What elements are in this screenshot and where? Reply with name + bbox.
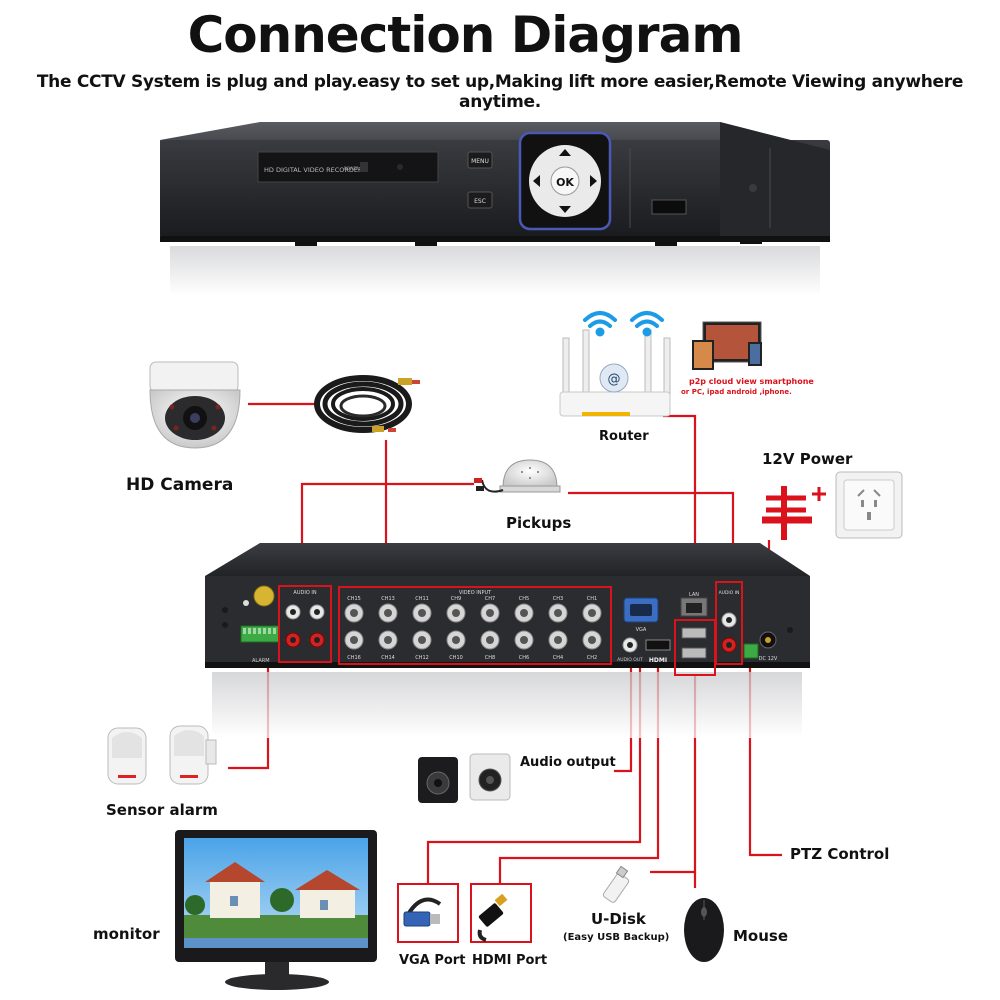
audio-in-left-text: AUDIO IN xyxy=(293,590,316,596)
dvr-front-view: HD DIGITAL VIDEO RECORDER POWER MENU ESC… xyxy=(160,122,830,296)
esc-button-label: ESC xyxy=(474,198,486,205)
sensor-alarm-image xyxy=(107,725,217,785)
bnc-connector-core xyxy=(418,636,426,644)
p2p-line1: p2p cloud view smartphone xyxy=(689,377,814,386)
up-arrow-icon[interactable] xyxy=(559,149,571,156)
audio-out-text: AUDIO OUT xyxy=(617,657,643,663)
p2p-line2: or PC, ipad android ,iphone. xyxy=(681,388,792,396)
audio-in-left-jacks xyxy=(285,604,325,648)
mouse-label: Mouse xyxy=(733,927,789,945)
power-12v-label: 12V Power xyxy=(762,450,853,468)
vga-text: VGA xyxy=(636,627,647,633)
hdmi-cable-image xyxy=(470,883,532,943)
ok-button-label: OK xyxy=(556,176,574,189)
router-label: Router xyxy=(599,429,649,444)
left-arrow-icon[interactable] xyxy=(533,175,540,187)
monitor-image xyxy=(175,830,377,990)
ptz-terminal xyxy=(743,643,759,659)
hdmi-text: HDMI xyxy=(649,657,667,664)
channel-label: CH10 xyxy=(449,655,463,661)
channel-label: CH11 xyxy=(415,596,429,602)
monitor-label: monitor xyxy=(93,925,160,943)
down-arrow-icon[interactable] xyxy=(559,206,571,213)
front-power-text: POWER xyxy=(344,166,359,171)
bnc-connector-core xyxy=(554,609,562,617)
channel-label: CH7 xyxy=(485,596,495,602)
bnc-connector-core xyxy=(588,636,596,644)
video-input-highlight xyxy=(338,586,612,665)
bnc-connector-core xyxy=(350,636,358,644)
u-disk-note: (Easy USB Backup) xyxy=(563,932,670,943)
bnc-connector-core xyxy=(384,636,392,644)
audio-output-label: Audio output xyxy=(520,755,616,770)
hdmi-connector xyxy=(645,639,671,651)
front-display-panel xyxy=(257,151,439,183)
wall-socket-image xyxy=(835,471,903,539)
speakers-image xyxy=(418,753,511,803)
bnc-connector-core xyxy=(588,609,596,617)
front-display-text: HD DIGITAL VIDEO RECORDER xyxy=(264,166,363,174)
sensor-alarm-label: Sensor alarm xyxy=(106,801,218,819)
hd-camera-image xyxy=(149,361,241,449)
u-disk-image xyxy=(602,865,630,903)
menu-button-label: MENU xyxy=(471,158,489,165)
channel-label: CH13 xyxy=(381,596,395,602)
channel-label: CH6 xyxy=(519,655,529,661)
power-symbol-icon xyxy=(762,486,826,540)
channel-label: CH4 xyxy=(553,655,563,661)
channel-label: CH14 xyxy=(381,655,395,661)
ok-button[interactable] xyxy=(550,166,580,196)
bnc-cable-image xyxy=(314,375,420,433)
audio-in-left-highlight xyxy=(278,585,332,663)
wifi-icon xyxy=(583,311,664,337)
bnc-connector-core xyxy=(486,609,494,617)
right-arrow-icon[interactable] xyxy=(590,175,597,187)
vga-port-label: VGA Port xyxy=(399,953,466,968)
router-email-icon: @ xyxy=(608,372,621,387)
bnc-connector-core xyxy=(418,609,426,617)
channel-label: CH9 xyxy=(451,596,461,602)
channel-label: CH1 xyxy=(587,596,597,602)
mouse-image xyxy=(684,898,724,962)
front-usb-port xyxy=(651,199,687,215)
bnc-connector-core xyxy=(350,609,358,617)
bnc-connector-core xyxy=(554,636,562,644)
bnc-connector-core xyxy=(520,636,528,644)
menu-button[interactable] xyxy=(467,151,493,169)
devices-image xyxy=(692,321,762,370)
dc-text: DC 12V xyxy=(759,656,778,662)
u-disk-label: U-Disk xyxy=(591,910,646,928)
page-title: Connection Diagram xyxy=(187,6,744,64)
page-subtitle: The CCTV System is plug and play.easy to… xyxy=(36,72,964,112)
channel-label: CH3 xyxy=(553,596,563,602)
ptz-control-label: PTZ Control xyxy=(790,845,890,863)
esc-button[interactable] xyxy=(467,191,493,209)
video-input-text: VIDEO INPUT xyxy=(459,590,492,596)
audio-in-right-highlight xyxy=(715,581,743,665)
channel-label: CH5 xyxy=(519,596,529,602)
connection-wires xyxy=(228,402,782,888)
pickup-microphone-image xyxy=(474,459,561,493)
hdmi-port-label: HDMI Port xyxy=(472,953,548,968)
bnc-connector-core xyxy=(452,636,460,644)
router-image: @ xyxy=(559,329,671,417)
audio-in-right-text: AUDIO IN xyxy=(719,590,740,596)
channel-label: CH2 xyxy=(587,655,597,661)
channel-label: CH15 xyxy=(347,596,361,602)
channel-label: CH12 xyxy=(415,655,429,661)
bnc-connector-core xyxy=(486,636,494,644)
bnc-connector-core xyxy=(452,609,460,617)
bnc-connector-core xyxy=(384,609,392,617)
vga-cable-image xyxy=(397,883,459,943)
channel-label: CH16 xyxy=(347,655,361,661)
hd-camera-label: HD Camera xyxy=(126,475,234,495)
pickups-label: Pickups xyxy=(506,514,572,532)
bnc-connector-core xyxy=(520,609,528,617)
alarm-text: ALARM xyxy=(252,658,270,664)
lan-text: LAN xyxy=(689,592,699,598)
channel-label: CH8 xyxy=(485,655,495,661)
